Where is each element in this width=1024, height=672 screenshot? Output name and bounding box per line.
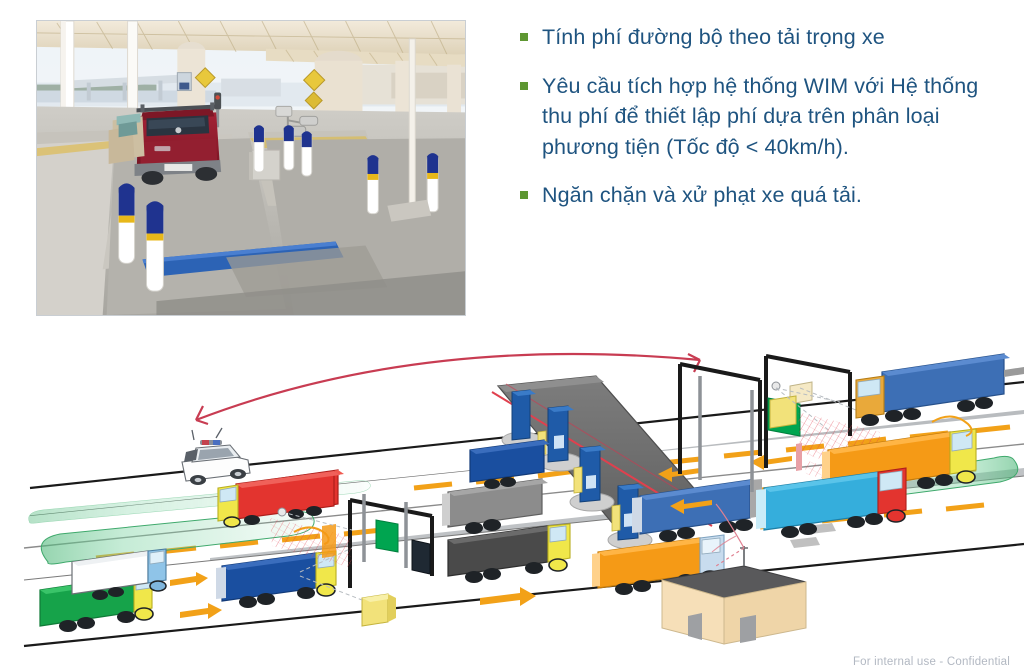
sign-dark [411,539,431,575]
checkpoint-photo [36,20,466,316]
truck-blue-under-bridge [469,439,550,489]
bridge-pylons [501,389,653,550]
truck-cyan-right [756,467,907,538]
checkpoint-photo-graphic [37,21,465,315]
bullet-text: Ngăn chặn và xử phạt xe quá tải. [542,183,862,208]
direction-arrow-reverse [658,455,792,514]
police-dispatch-arrow [195,352,701,426]
control-building [661,503,807,645]
police-car [181,427,251,485]
bullet-list: Tính phí đường bộ theo tải trọng xe Yêu … [520,22,1000,229]
bullet-item: Ngăn chặn và xử phạt xe quá tải. [520,180,1000,211]
direction-arrow [170,572,536,619]
bullet-item: Tính phí đường bộ theo tải trọng xe [520,22,1000,53]
wim-diagram-graphic [23,352,1024,648]
truck-white [71,548,167,600]
sign-green [375,519,399,553]
truck-gray [442,478,548,534]
truck-darkgray [447,523,571,583]
bullet-text: Yêu cầu tích hợp hệ thống WIM với Hệ thố… [542,73,979,159]
truck-blue-top [855,353,1024,426]
gantry-left [348,494,434,588]
scanner-cabinet [769,395,797,429]
bullet-item: Yêu cầu tích hợp hệ thống WIM với Hệ thố… [520,71,1000,163]
bullet-text: Tính phí đường bộ theo tải trọng xe [542,25,885,49]
square-bullet-icon [520,191,528,200]
truck-orange-ramp [592,534,725,595]
roadside-cabinet [361,593,396,627]
wim-system-diagram [0,340,1024,650]
weigh-bridge [491,375,725,550]
confidential-footer: For internal use - Confidential [852,656,1010,668]
square-bullet-icon [520,81,528,90]
square-bullet-icon [520,33,528,41]
comm-beam-left-shape [40,510,315,565]
truck-red-main [217,470,340,528]
